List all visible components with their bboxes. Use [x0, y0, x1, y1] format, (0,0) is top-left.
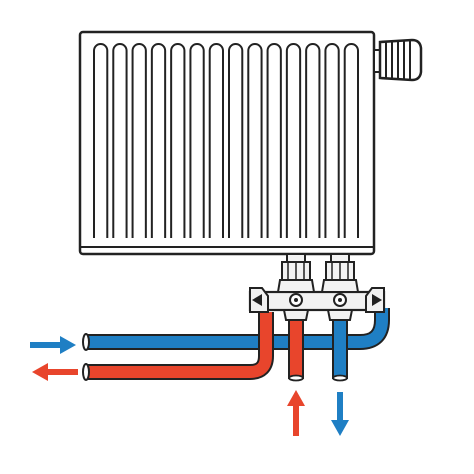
return-valve: [320, 261, 360, 321]
arrow-down-icon: [331, 392, 349, 436]
radiator: [78, 30, 376, 256]
supply-pipe: [82, 312, 274, 381]
supply-connector: [286, 253, 306, 263]
radiator-fin: [343, 43, 359, 238]
arrow-left-icon: [32, 363, 78, 381]
radiator-panel: [78, 30, 376, 256]
radiator-fin: [93, 43, 109, 238]
arrow-up-icon: [287, 390, 305, 436]
supply-riser: [288, 317, 304, 382]
radiator-fin: [131, 43, 147, 238]
return-pipe: [82, 308, 390, 351]
radiator-fin: [305, 43, 321, 238]
return-connector: [330, 253, 350, 263]
radiator-fin: [208, 43, 224, 238]
radiator-fin: [324, 43, 340, 238]
arrow-right-icon: [30, 336, 76, 354]
return-riser: [332, 317, 348, 382]
radiator-fin: [285, 43, 302, 238]
supply-valve: [276, 261, 316, 321]
valve-manifold: [248, 253, 386, 321]
radiator-fin: [150, 43, 167, 238]
radiator-fin: [228, 43, 244, 238]
radiator-fin: [189, 43, 205, 238]
radiator-fin: [266, 43, 282, 238]
radiator-fins: [93, 43, 359, 238]
radiator-fin: [247, 43, 263, 238]
radiator-fin: [112, 43, 128, 238]
thermostat-head-icon: [373, 38, 423, 82]
radiator-fin: [170, 43, 186, 238]
